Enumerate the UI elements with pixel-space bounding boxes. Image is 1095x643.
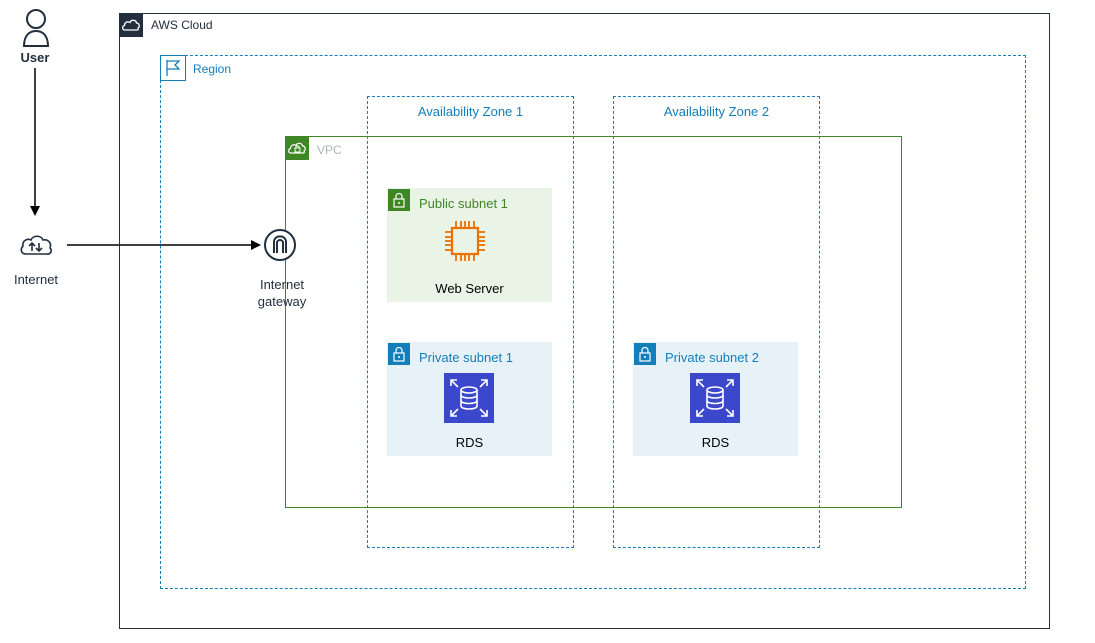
rds-icon	[690, 373, 740, 423]
private-subnet-2-badge	[634, 343, 656, 365]
public-subnet-1-badge	[388, 189, 410, 211]
ec2-instance-icon	[445, 221, 485, 261]
vpc-cloud-lock-icon	[288, 142, 306, 154]
aws-cloud-group	[119, 13, 1050, 629]
vpc-label: VPC	[317, 143, 342, 157]
internet-gateway-label-line2: gateway	[257, 294, 307, 309]
vpc-badge	[285, 136, 309, 160]
lock-icon	[393, 192, 405, 208]
availability-zone-2-label: Availability Zone 2	[663, 104, 770, 119]
aws-cloud-badge	[119, 13, 143, 37]
internet-cloud-icon	[20, 235, 53, 255]
region-label: Region	[193, 62, 232, 76]
private-subnet-1-badge	[388, 343, 410, 365]
availability-zone-1	[367, 96, 574, 548]
user-icon	[22, 9, 50, 47]
vpc-group	[285, 136, 902, 508]
lock-icon	[639, 346, 651, 362]
availability-zone-2	[613, 96, 820, 548]
public-subnet-1-label: Public subnet 1	[419, 196, 508, 211]
internet-label: Internet	[13, 272, 59, 287]
lock-icon	[393, 346, 405, 362]
rds-icon	[444, 373, 494, 423]
flag-icon	[166, 60, 181, 76]
region-badge	[160, 55, 186, 81]
public-subnet-1	[387, 188, 552, 302]
private-subnet-1-label: Private subnet 1	[419, 350, 513, 365]
rds-1-label: RDS	[455, 435, 484, 450]
region-group	[160, 55, 1026, 589]
web-server-label: Web Server	[435, 281, 504, 296]
rds-2-label: RDS	[701, 435, 730, 450]
internet-gateway-label: Internet gateway	[240, 276, 324, 310]
private-subnet-2-label: Private subnet 2	[665, 350, 759, 365]
user-label: User	[20, 50, 50, 65]
internet-gateway-icon	[264, 229, 296, 261]
aws-cloud-label: AWS Cloud	[151, 18, 213, 32]
availability-zone-1-label: Availability Zone 1	[417, 104, 524, 119]
cloud-icon	[122, 19, 140, 31]
internet-gateway-label-line1: Internet	[259, 277, 305, 292]
